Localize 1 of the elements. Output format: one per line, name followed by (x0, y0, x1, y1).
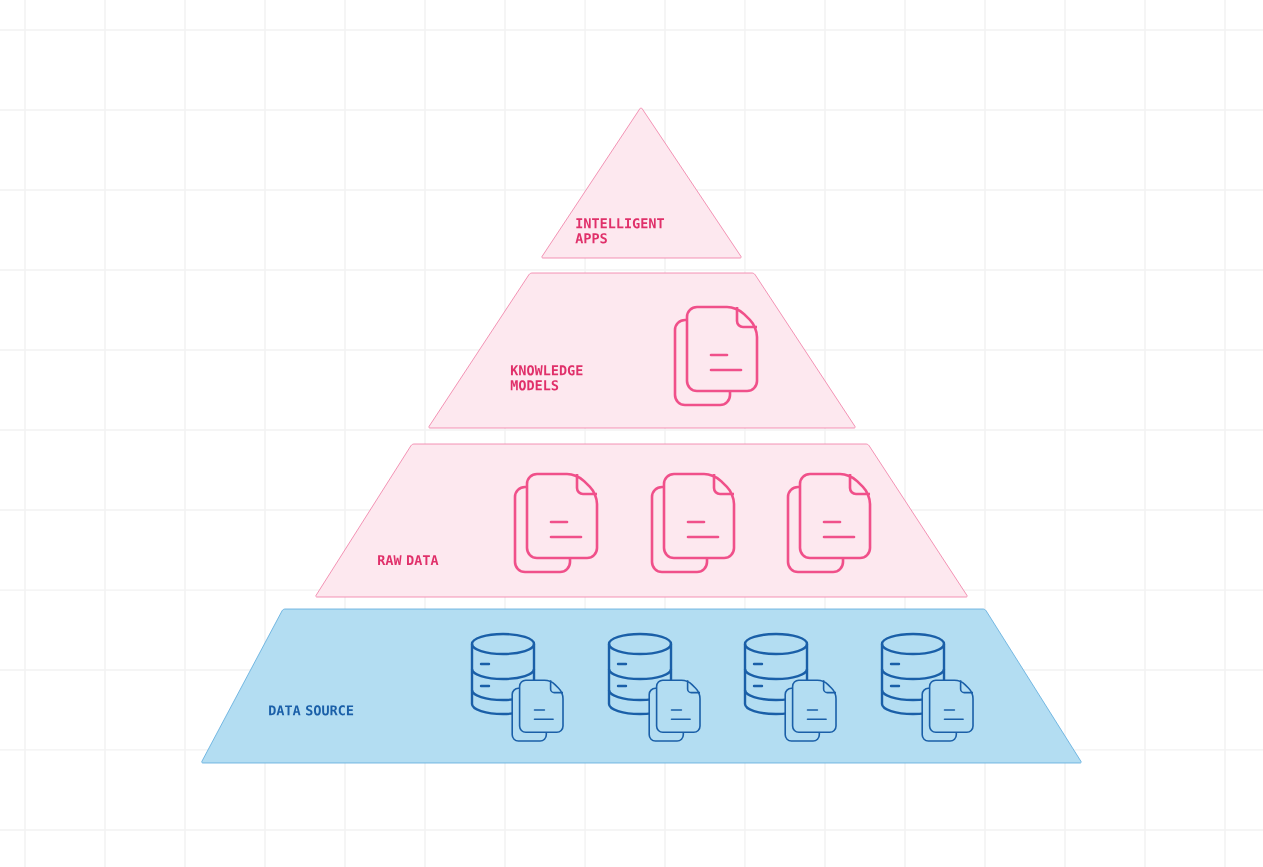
pyramid-layer: INTELLIGENT APPS (541, 107, 742, 259)
